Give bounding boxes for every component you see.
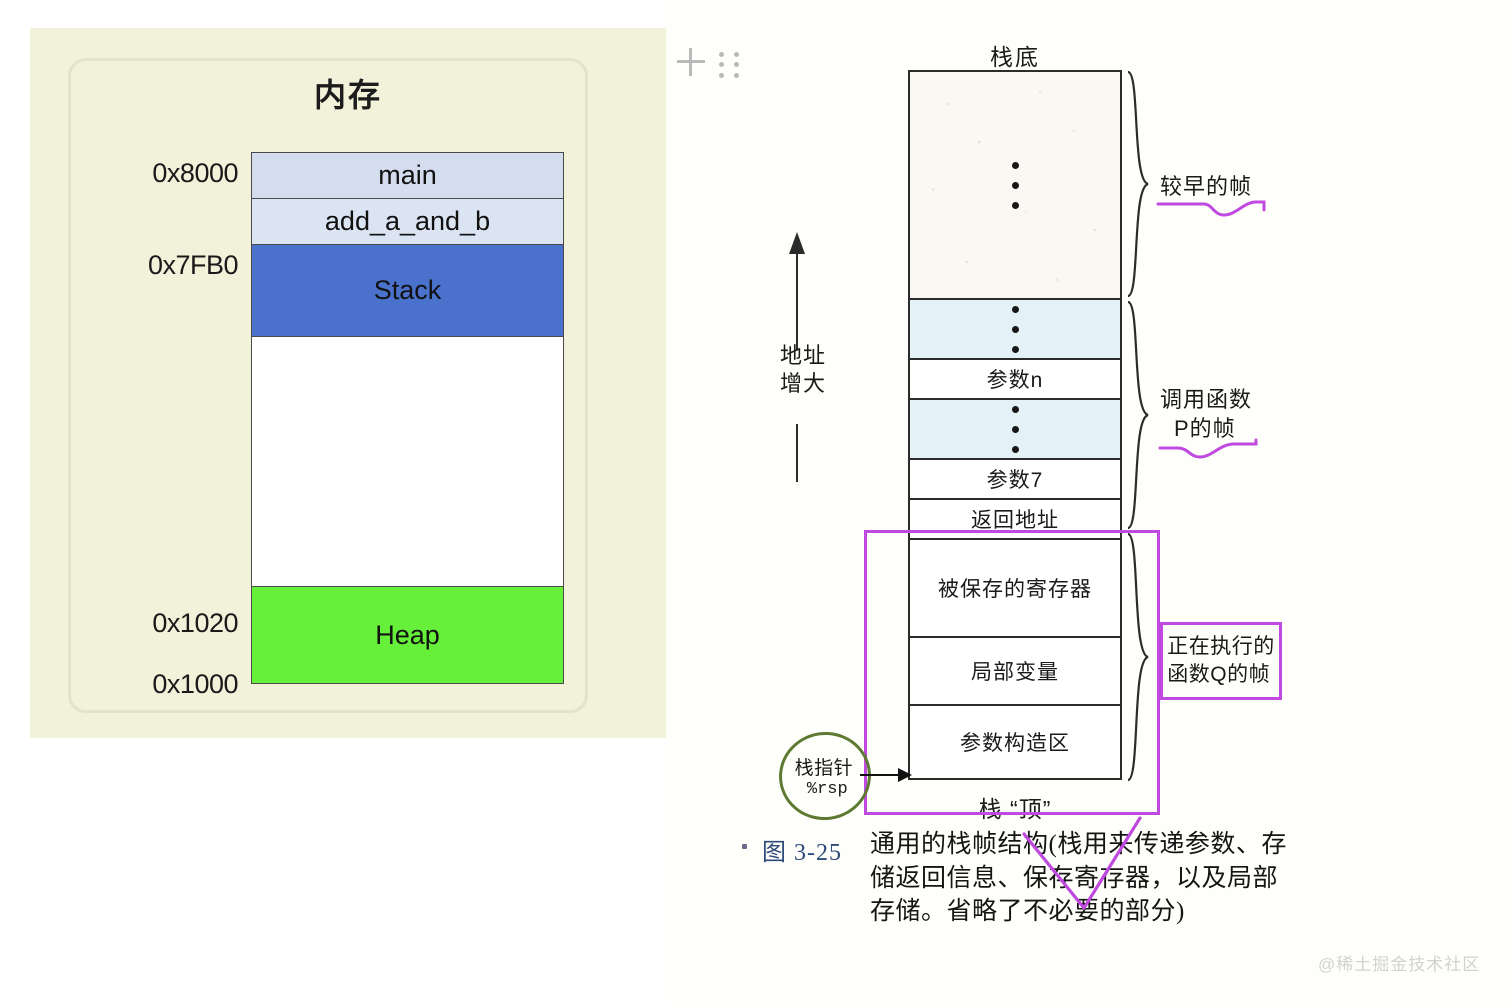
- stack-top-label: 栈 “顶”: [978, 796, 1052, 822]
- annotation-caller-frame-line2: P的帧: [1174, 415, 1236, 441]
- squiggle-underline-caller-frame: [1158, 438, 1266, 465]
- drag-handle-icon[interactable]: [719, 52, 741, 78]
- address-label-0x7FB0: 0x7FB0: [147, 250, 239, 280]
- brace-earlier-frames: [1126, 70, 1152, 298]
- site-watermark: @稀土掘金技术社区: [1318, 955, 1481, 974]
- memory-row-free-space: [252, 337, 563, 587]
- memory-layout-column: main add_a_and_b Stack Heap: [251, 152, 564, 684]
- plus-icon[interactable]: [677, 48, 705, 76]
- address-grows-label: 地址 增大: [770, 342, 836, 398]
- vertical-ellipsis-icon: [1011, 161, 1019, 209]
- vertical-ellipsis-icon: [1011, 305, 1019, 353]
- address-grows-line2: 增大: [779, 371, 826, 397]
- annotation-caller-frame: 调用函数 P的帧: [1160, 386, 1252, 443]
- annotation-caller-frame-line1: 调用函数: [1160, 387, 1253, 412]
- stack-pointer-arrow-icon: [860, 768, 912, 782]
- annotation-box-executing-frame-label: 正在执行的 函数Q的帧: [1160, 622, 1282, 700]
- frame-cell-local-variables: 局部变量: [910, 638, 1120, 706]
- squiggle-pointer-caption: [972, 816, 1142, 919]
- address-label-0x1000: 0x1000: [152, 669, 238, 699]
- frame-cell-return-address: 返回地址: [910, 500, 1120, 540]
- frame-cell-args-ellipsis-upper: [910, 300, 1120, 360]
- brace-caller-frame: [1126, 300, 1152, 530]
- frame-cell-args-ellipsis-lower: [910, 400, 1120, 460]
- arrow-head-icon: [789, 232, 805, 254]
- memory-row-stack: Stack: [252, 245, 563, 337]
- memory-row-main: main: [252, 153, 563, 199]
- memory-row-heap: Heap: [252, 587, 563, 683]
- frame-cell-saved-registers: 被保存的寄存器: [910, 540, 1120, 638]
- frame-cell-argument-build-area: 参数构造区: [910, 706, 1120, 778]
- arrow-shaft-upper: [796, 250, 798, 350]
- stack-pointer-label: 栈指针: [794, 758, 853, 780]
- memory-diagram-card: 内存 0x8000 0x7FB0 0x1020 0x1000 main add_…: [30, 28, 666, 738]
- caption-text: 通用的栈帧结构(栈用来传递参数、存储返回信息、保存寄存器，以及局部存储。省略了不…: [870, 831, 1287, 925]
- annotation-executing-frame-line2: 函数Q的帧: [1167, 663, 1271, 686]
- vertical-ellipsis-icon: [1011, 405, 1019, 453]
- address-grows-line1: 地址: [779, 343, 826, 368]
- frame-cell-arg-7: 参数7: [910, 460, 1120, 500]
- annotation-earlier-frames: 较早的帧: [1160, 174, 1253, 199]
- address-grows-arrow: 地址 增大: [770, 232, 860, 482]
- brace-executing-frame: [1126, 532, 1152, 782]
- memory-card-inner-border: [68, 58, 588, 713]
- address-label-0x8000: 0x8000: [152, 158, 238, 188]
- caption-bullet-icon: [742, 844, 747, 849]
- squiggle-underline-earlier-frames: [1156, 196, 1268, 223]
- stack-pointer-register: %rsp: [806, 779, 848, 799]
- address-label-0x1020: 0x1020: [152, 608, 238, 638]
- annotation-executing-frame-line1: 正在执行的: [1167, 635, 1275, 659]
- frame-cell-earlier-frames: [910, 72, 1120, 300]
- frame-cell-arg-n: 参数n: [910, 360, 1120, 400]
- memory-row-add-a-and-b: add_a_and_b: [252, 199, 563, 245]
- stack-bottom-label: 栈底: [990, 44, 1040, 70]
- annotation-box-executing-frame-region: [864, 530, 1160, 815]
- arrow-shaft-lower: [796, 424, 798, 482]
- stack-frame-column: 参数n 参数7 返回地址 被保存的寄存器 局部变量 参数构造区: [908, 70, 1122, 780]
- memory-diagram-title: 内存: [313, 77, 382, 113]
- caption-figure-number: 图 3-25: [762, 840, 842, 866]
